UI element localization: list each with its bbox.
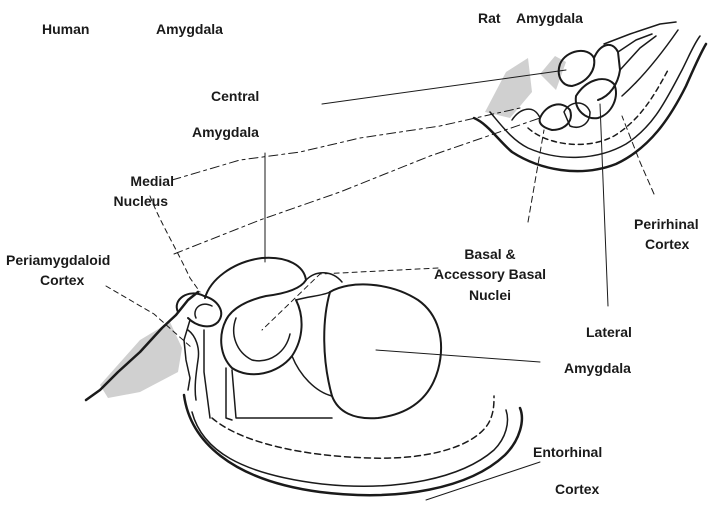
- human-basal-inner: [234, 318, 290, 361]
- label-basal-1: Basal &: [420, 246, 560, 262]
- human-middle-band: [192, 410, 508, 486]
- label-peria-1: Periamygdaloid: [6, 252, 110, 268]
- label-medial-1: Medial: [96, 173, 174, 189]
- leader-entorhinal: [426, 462, 540, 500]
- label-entorhinal-2: Cortex: [555, 481, 599, 497]
- human-lateral-left: [324, 292, 332, 396]
- human-lateral-nucleus: [330, 284, 441, 418]
- human-accbasal-top: [306, 273, 342, 282]
- label-medial-2: Nucleus: [86, 193, 168, 209]
- label-peria-2: Cortex: [40, 272, 84, 288]
- leader-basal-rat: [528, 130, 544, 222]
- label-rat-amygdala: Amygdala: [516, 10, 583, 26]
- label-lateral-1: Lateral: [586, 324, 632, 340]
- label-human-amygdala: Amygdala: [156, 21, 223, 37]
- rat-lateral-stripe-a: [604, 22, 676, 44]
- leader-lateral-rat: [600, 104, 608, 306]
- label-perirhinal-2: Cortex: [645, 236, 689, 252]
- rat-perirhinal-line-b: [620, 36, 656, 70]
- rat-central-nucleus: [559, 51, 595, 86]
- label-lateral-2: Amygdala: [564, 360, 631, 376]
- label-basal-2: Accessory Basal: [420, 266, 560, 282]
- label-perirhinal-1: Perirhinal: [634, 216, 699, 232]
- label-basal-3: Nuclei: [420, 287, 560, 303]
- leader-medial-human: [150, 196, 200, 292]
- human-medial-lobe: [177, 293, 221, 326]
- label-entorhinal-1: Entorhinal: [533, 444, 602, 460]
- label-rat: Rat: [478, 10, 501, 26]
- human-lower-box-divide: [204, 330, 210, 418]
- human-medial-inner: [195, 304, 212, 318]
- human-lower-box-mid: [232, 370, 332, 418]
- rat-medial-lobe: [512, 109, 540, 120]
- human-periamygdaloid-zone: [188, 330, 199, 400]
- label-human: Human: [42, 21, 89, 37]
- leader-medial-rat: [172, 108, 520, 180]
- human-lower-box-left: [226, 368, 232, 420]
- leader-perirhinal: [622, 116, 654, 194]
- label-central-2: Amygdala: [192, 124, 259, 140]
- label-central-1: Central: [211, 88, 259, 104]
- leader-lateral-human: [376, 350, 540, 362]
- rat-large-oval: [576, 79, 616, 118]
- human-gray-cortex-shading: [100, 322, 182, 398]
- human-accbasal-outer: [296, 292, 330, 300]
- leader-basal-human: [262, 268, 438, 330]
- human-inner-dashed: [212, 396, 494, 458]
